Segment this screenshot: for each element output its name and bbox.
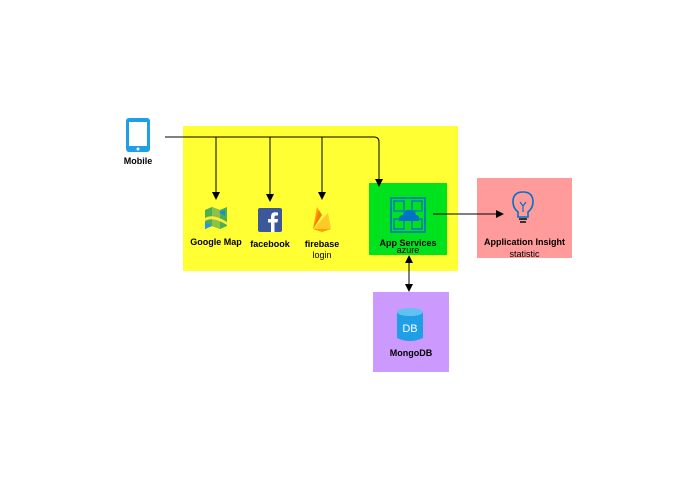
lightbulb-icon (512, 191, 534, 223)
database-icon-text: DB (402, 323, 417, 335)
azure-app-services-icon (390, 197, 426, 233)
firebase-sublabel: login (312, 250, 332, 260)
firebase-label: firebase (304, 239, 340, 249)
edge-mobile-bus (165, 136, 383, 187)
google-map-label: Google Map (190, 237, 242, 247)
app-services-label: App Services (379, 238, 437, 248)
mongodb-label: MongoDB (389, 348, 433, 358)
facebook-label: facebook (250, 239, 290, 249)
mobile-label: Mobile (123, 156, 153, 166)
google-maps-icon (205, 207, 227, 229)
mobile-phone-icon (126, 118, 150, 152)
app-insight-sublabel: statistic (509, 249, 540, 259)
database-icon: DB (397, 308, 423, 341)
app-insight-label: Application Insight (484, 237, 565, 247)
facebook-icon (258, 208, 282, 232)
firebase-icon (313, 207, 331, 232)
app-services-sublabel: azure (396, 245, 420, 255)
